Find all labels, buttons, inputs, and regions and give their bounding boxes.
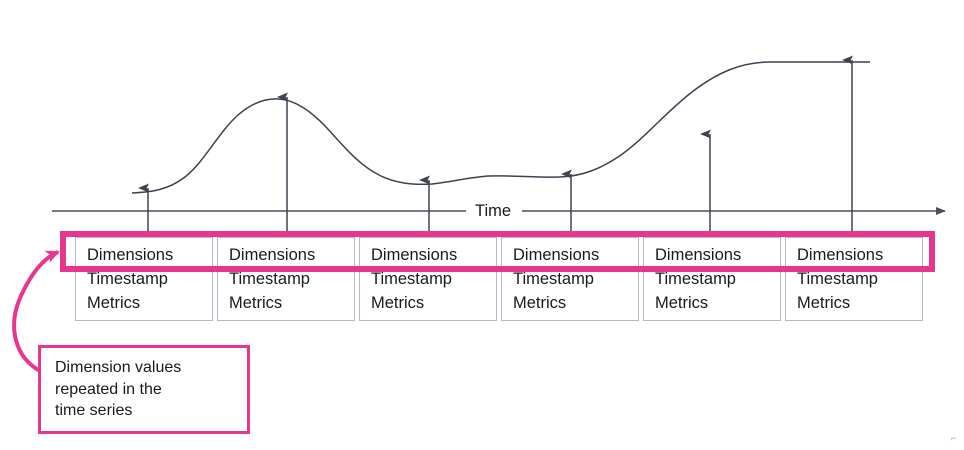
callout-box[interactable]: Dimension values repeated in the time se… xyxy=(38,345,250,434)
record-metrics-label: Metrics xyxy=(655,294,709,312)
record-timestamp-label: Timestamp xyxy=(513,270,594,288)
callout-line-3: time series xyxy=(55,402,133,419)
record-box[interactable]: Dimensions Timestamp Metrics xyxy=(217,237,355,321)
record-dimensions-label: Dimensions xyxy=(229,246,316,264)
record-timestamp-label: Timestamp xyxy=(655,270,736,288)
record-metrics-label: Metrics xyxy=(229,294,283,312)
record-dimensions-label: Dimensions xyxy=(87,246,174,264)
record-dimensions-label: Dimensions xyxy=(371,246,458,264)
record-box[interactable]: Dimensions Timestamp Metrics xyxy=(75,237,213,321)
record-timestamp-label: Timestamp xyxy=(797,270,878,288)
time-axis-label: Time xyxy=(475,202,512,220)
record-metrics-label: Metrics xyxy=(797,294,851,312)
record-timestamp-label: Timestamp xyxy=(371,270,452,288)
callout-line-1: Dimension values xyxy=(55,359,182,376)
record-metrics-label: Metrics xyxy=(513,294,567,312)
record-box[interactable]: Dimensions Timestamp Metrics xyxy=(785,237,923,321)
record-timestamp-label: Timestamp xyxy=(229,270,310,288)
corner-mark: ⌐ xyxy=(951,433,957,443)
record-dimensions-label: Dimensions xyxy=(655,246,742,264)
signal-curve xyxy=(131,61,870,194)
record-dimensions-label: Dimensions xyxy=(797,246,884,264)
record-metrics-label: Metrics xyxy=(87,294,141,312)
record-box[interactable]: Dimensions Timestamp Metrics xyxy=(501,237,639,321)
record-dimensions-label: Dimensions xyxy=(513,246,600,264)
sample-arrow-group xyxy=(138,55,853,258)
callout-line-2: repeated in the xyxy=(55,380,162,398)
record-box[interactable]: Dimensions Timestamp Metrics xyxy=(359,237,497,321)
record-timestamp-label: Timestamp xyxy=(87,270,168,288)
record-metrics-label: Metrics xyxy=(371,294,425,312)
record-box[interactable]: Dimensions Timestamp Metrics xyxy=(643,237,781,321)
